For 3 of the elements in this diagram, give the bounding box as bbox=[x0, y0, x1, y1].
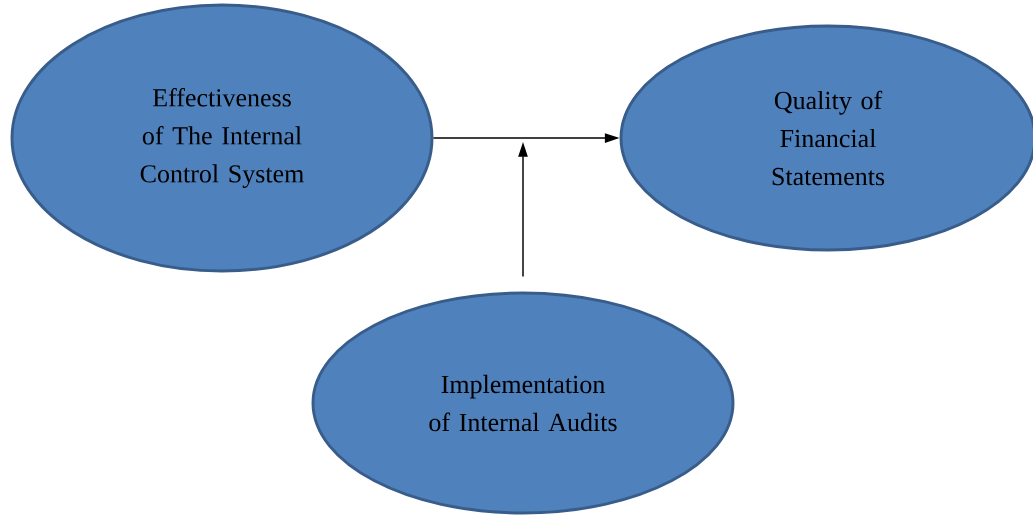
ellipse-node: Quality of Financial Statements bbox=[619, 24, 1033, 252]
ellipse-node: Implementation of Internal Audits bbox=[311, 291, 735, 515]
ellipse-node: Effectiveness of The Internal Control System bbox=[10, 3, 434, 273]
